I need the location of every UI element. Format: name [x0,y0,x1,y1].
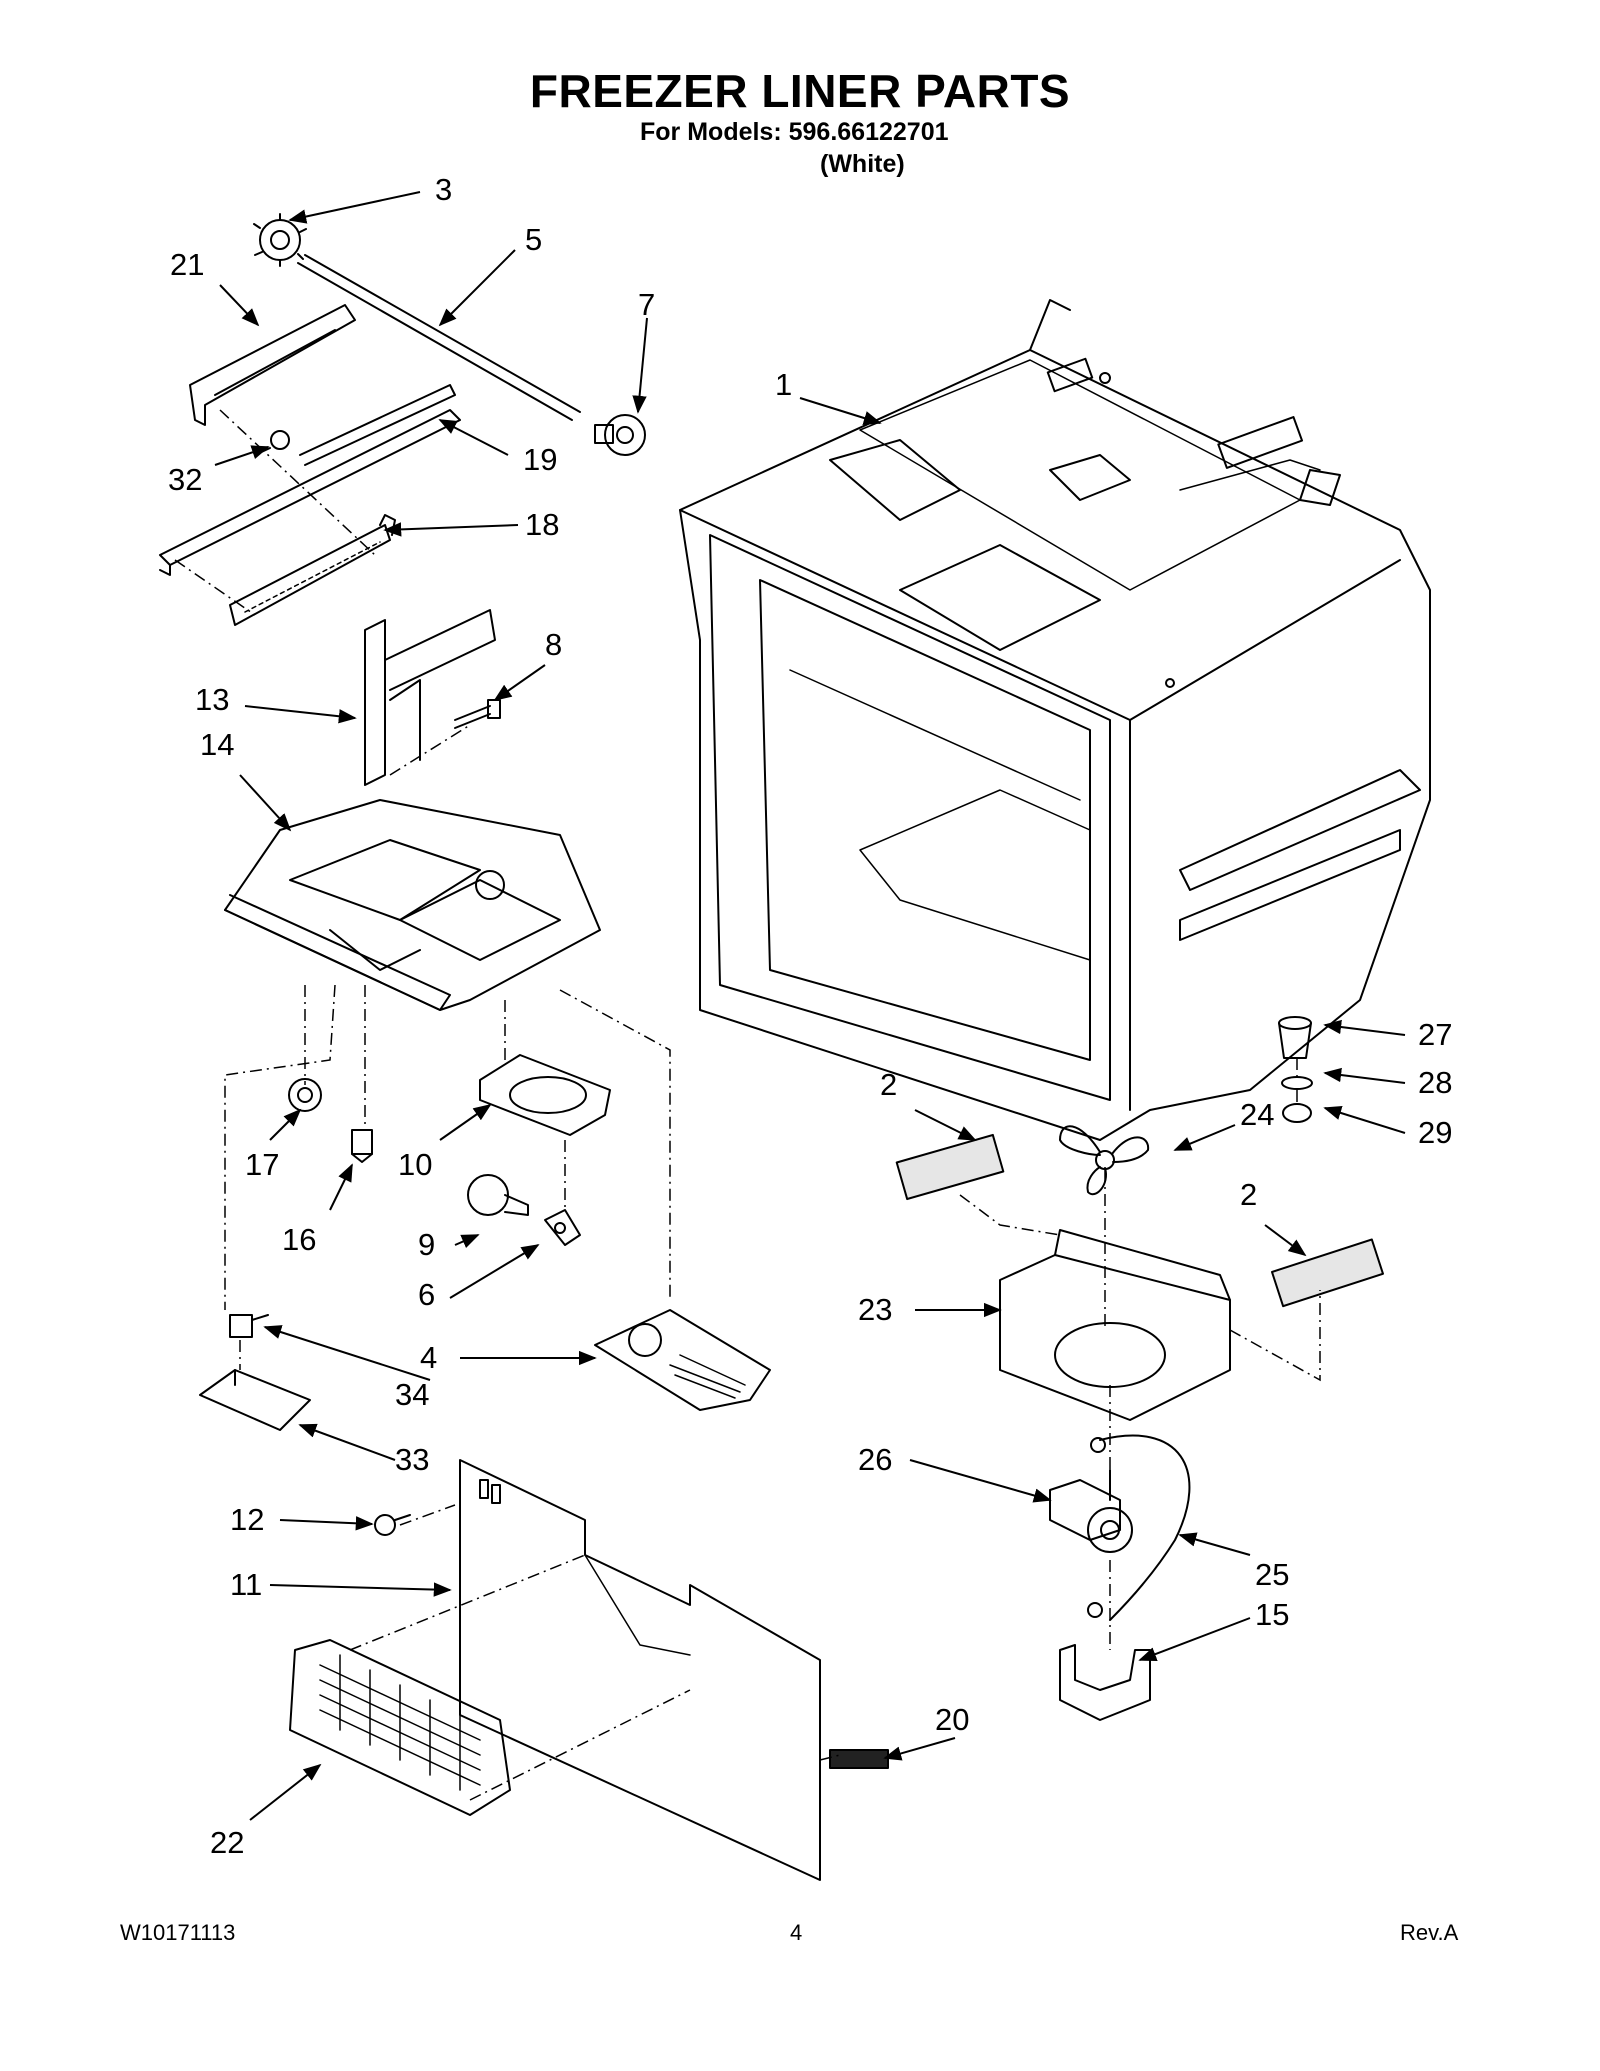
rod-part [297,254,581,421]
models-line: For Models: 596.66122701 [640,118,949,146]
callout-11: 11 [230,1567,262,1602]
callout-19: 19 [523,442,557,477]
callout-26: 26 [858,1442,892,1477]
callout-3: 3 [435,172,452,207]
callout-23: 23 [858,1292,892,1327]
callout-27: 27 [1418,1017,1452,1052]
callout-14: 14 [200,727,234,762]
part-16 [351,1129,373,1163]
socket-6-part [544,1209,581,1246]
callout-20: 20 [935,1702,969,1737]
callout-32: 32 [168,462,202,497]
callout-13: 13 [195,682,229,717]
callout-34: 34 [395,1377,429,1412]
callout-33: 33 [395,1442,429,1477]
doc-number: W10171113 [120,1920,236,1945]
callout-5: 5 [525,222,542,257]
rail-18-part [229,514,396,626]
pad-2-left-part [895,1133,1005,1201]
pad-2-right-part [1270,1238,1384,1308]
motor-26-part [1049,1469,1133,1553]
strip-20-part [829,1749,889,1769]
part-17 [288,1078,322,1112]
screw-8-part [454,699,501,729]
screw-12-part [374,1514,411,1536]
callout-24: 24 [1240,1097,1274,1132]
callout-18: 18 [525,507,559,542]
color-line: (White) [820,150,905,178]
callout-4: 4 [420,1340,437,1375]
bracket-21-part [189,304,356,426]
housing-14-part [224,799,601,1011]
switch-34-part [229,1314,269,1338]
screw-32-part [254,430,290,456]
callout-9: 9 [418,1227,435,1262]
housing-33-part [199,1369,311,1431]
callout-22: 22 [210,1825,244,1860]
callout-16: 16 [282,1222,316,1257]
bracket-15-part [1059,1644,1151,1721]
rail-19-part [159,384,461,576]
page-number: 4 [790,1920,803,1945]
freezer-liner-part [679,299,1431,1141]
cup-27-part [1278,1016,1312,1059]
callout-28: 28 [1418,1065,1452,1100]
callout-2b: 2 [1240,1177,1257,1212]
gear-top-part [253,213,307,267]
callout-2a: 2 [880,1067,897,1102]
ring-28-part [1281,1076,1313,1090]
callout-21: 21 [170,247,204,282]
revision: Rev.A [1400,1920,1459,1945]
lens-4-part [594,1309,771,1411]
page-title: FREEZER LINER PARTS [529,65,1071,117]
callout-17: 17 [245,1147,279,1182]
callout-15: 15 [1255,1597,1289,1632]
washer-29-part [1282,1103,1312,1123]
panel-11-part [459,1459,821,1881]
callout-7: 7 [638,287,655,322]
callout-10: 10 [398,1147,432,1182]
cover-10-part [479,1054,611,1136]
fan-blade-24-part [1059,1125,1150,1196]
callout-8: 8 [545,627,562,662]
grille-22-part [289,1639,511,1816]
wire-25-part [1087,1434,1191,1621]
bulb-9-part [467,1174,529,1216]
callout-12: 12 [230,1502,264,1537]
callout-25: 25 [1255,1557,1289,1592]
shroud-23-part [999,1229,1231,1421]
callout-1: 1 [775,367,792,402]
gear-right-part [594,414,646,456]
bracket-13-part [364,609,496,786]
callout-29: 29 [1418,1115,1452,1150]
callout-6: 6 [418,1277,435,1312]
